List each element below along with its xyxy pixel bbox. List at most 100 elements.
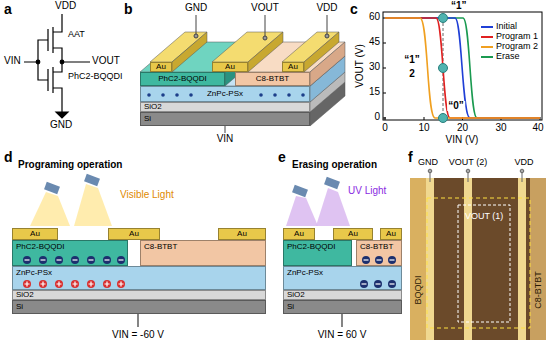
device-photo xyxy=(427,198,530,328)
transfer-curve xyxy=(385,18,540,118)
panel-title: Erasing operation xyxy=(292,160,377,170)
device-3d xyxy=(140,32,345,126)
layer-label: C8-BTBT xyxy=(256,75,289,83)
device-photo xyxy=(426,178,434,340)
state-annotation: “1” xyxy=(451,1,467,11)
semiconductor-layer: PhC2-BQQDI xyxy=(140,72,225,86)
semiconductor-layer: PhC2-BQQDI xyxy=(283,240,352,266)
charge-sign xyxy=(73,259,78,260)
state-dot xyxy=(439,64,448,73)
region-label: BQQDI xyxy=(414,275,423,304)
leader-line xyxy=(430,171,522,182)
semiconductor-layer: C8-BTBT xyxy=(140,240,266,266)
charge-sign xyxy=(105,259,110,260)
panel-letter: d xyxy=(4,150,13,164)
signal-name: VOUT xyxy=(92,56,120,66)
axis-tick: 0 xyxy=(374,112,380,122)
electret-layer: ZnPc-PSx xyxy=(283,266,402,290)
charge-symbol xyxy=(71,280,79,288)
leader-line xyxy=(263,36,267,40)
dopant-dot xyxy=(259,93,263,97)
electrode-block: Au xyxy=(12,228,58,240)
panel-letter: e xyxy=(278,150,286,164)
electrode-block: Au xyxy=(380,228,402,240)
layer-label: Si xyxy=(287,303,294,311)
charge-sign xyxy=(390,259,395,260)
electrode-block: Au xyxy=(108,228,160,240)
charge-sign xyxy=(105,282,110,287)
charge-sign xyxy=(377,259,382,260)
light-beam xyxy=(30,174,112,226)
panel-title: Programing operation xyxy=(18,160,122,170)
terminal-name: VOUT (2) xyxy=(449,158,487,167)
legend-text: Initial xyxy=(496,22,517,31)
charge-symbol xyxy=(23,280,31,288)
layer-label: ZnPc-PSx xyxy=(287,269,323,277)
semiconductor-layer: C8-BTBT xyxy=(235,72,310,86)
layer-label: Au xyxy=(386,230,396,238)
gate-wire xyxy=(341,314,342,327)
layer-label: SiO2 xyxy=(144,103,162,111)
bias-label: VIN = -60 V xyxy=(112,330,164,340)
charge-symbol xyxy=(55,256,63,264)
device-photo xyxy=(464,178,472,340)
terminal-name: VDD xyxy=(316,3,337,13)
layer-label: Au xyxy=(237,230,247,238)
panel-letter: b xyxy=(124,2,133,16)
charge-sign xyxy=(25,282,30,287)
electrode-block: Au xyxy=(212,62,248,72)
light-label: UV Light xyxy=(348,186,386,196)
charge-symbol xyxy=(374,280,382,288)
terminal-name: GND xyxy=(418,158,438,167)
state-dot xyxy=(439,114,448,123)
state-annotation: 2 xyxy=(408,69,416,79)
charge-sign xyxy=(119,259,124,260)
layer-label: PhC2-BQQDI xyxy=(158,75,206,83)
layer-label: C8-BTBT xyxy=(360,243,393,251)
legend-swatch xyxy=(481,46,493,48)
legend-swatch xyxy=(481,36,493,38)
device-3d xyxy=(172,32,207,72)
charge-symbol xyxy=(87,256,95,264)
charge-symbol xyxy=(388,280,396,288)
light-beam xyxy=(316,188,350,226)
state-annotation: “1” xyxy=(403,55,421,65)
charge-sign xyxy=(376,283,381,284)
electrode-block: Au xyxy=(218,228,266,240)
light-beam xyxy=(84,174,100,186)
transfer-curve xyxy=(385,18,540,118)
transfer-curve xyxy=(385,18,540,118)
semiconductor-layer: PhC2-BQQDI xyxy=(12,240,128,266)
charge-symbol xyxy=(55,280,63,288)
charge-symbol xyxy=(360,280,368,288)
legend-swatch xyxy=(481,26,493,28)
charge-sign xyxy=(89,282,94,287)
leader-line xyxy=(325,34,329,38)
charge-sign xyxy=(41,259,46,260)
circuit-schematic xyxy=(36,60,40,64)
dopant-dot xyxy=(147,93,151,97)
charge-sign xyxy=(390,283,395,284)
legend-swatch xyxy=(481,56,493,58)
substrate-layer: Si xyxy=(12,300,266,314)
charge-symbol xyxy=(103,256,111,264)
region-label: VOUT (1) xyxy=(465,212,503,221)
device-3d xyxy=(248,32,283,72)
bias-label: VIN = 60 V xyxy=(318,330,367,340)
state-dot xyxy=(439,14,448,123)
circuit-schematic xyxy=(60,60,64,64)
charge-symbol xyxy=(388,256,396,264)
charge-sign xyxy=(364,259,369,260)
circuit-schematic xyxy=(24,14,90,118)
transfer-curve xyxy=(385,18,540,118)
state-annotation: “0” xyxy=(447,101,465,111)
dopant-dot xyxy=(161,93,165,97)
dopant-dot xyxy=(273,93,277,97)
light-beam xyxy=(30,192,70,226)
oxide-layer: SiO2 xyxy=(283,290,402,300)
device-3d xyxy=(304,32,339,72)
leader-line xyxy=(466,169,470,173)
charge-sign xyxy=(89,259,94,260)
dopant-dot xyxy=(189,93,193,97)
layer-label: Au xyxy=(288,63,298,71)
